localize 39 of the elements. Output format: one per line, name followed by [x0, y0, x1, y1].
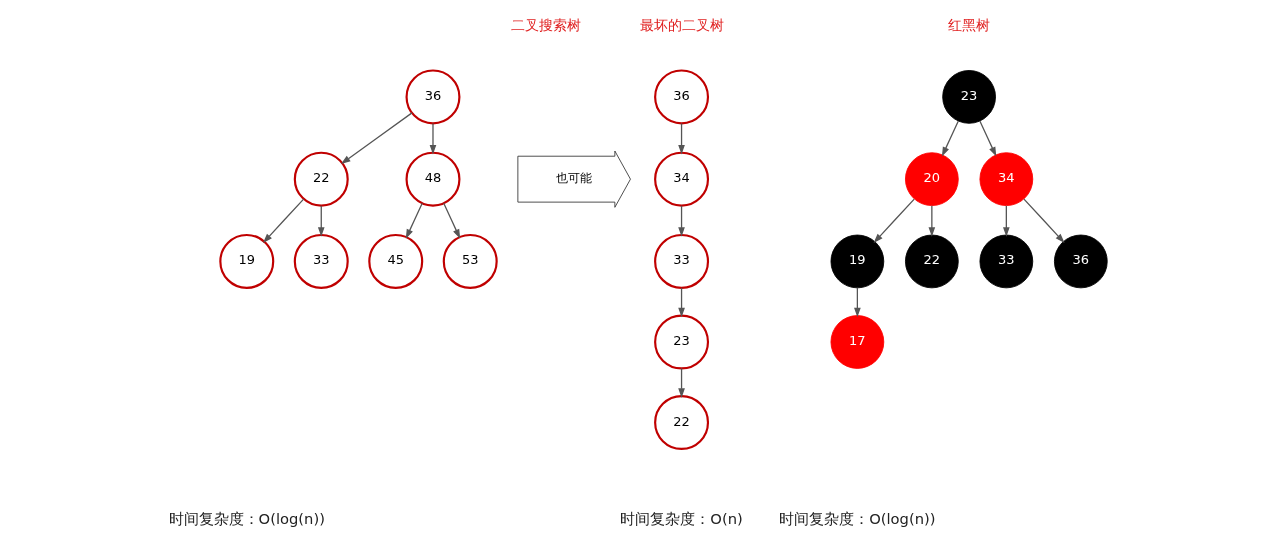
arrow [678, 122, 685, 155]
arrow [405, 202, 423, 239]
node-circle: 45 [368, 233, 424, 289]
label: 时间复杂度：O(n) [620, 510, 743, 528]
arrow [340, 112, 413, 165]
node-circle: 33 [293, 233, 349, 289]
node-circle: 48 [405, 151, 461, 207]
arrow [317, 205, 325, 237]
node-circle: 22 [905, 234, 959, 289]
node-circle: 36 [654, 69, 710, 125]
arrow [678, 205, 685, 237]
arrow [979, 120, 997, 157]
arrow [429, 122, 437, 155]
arrow [678, 367, 685, 398]
label: 时间复杂度：O(log(n)) [779, 510, 936, 528]
node-circle: 36 [405, 69, 461, 125]
arrow [1003, 205, 1010, 237]
arrow [678, 287, 685, 318]
label: 二叉搜索树 [510, 17, 581, 34]
node-circle: 23 [942, 70, 996, 124]
arrow [854, 287, 861, 318]
arrow [443, 202, 461, 239]
arrow [873, 198, 915, 244]
label: 时间复杂度：O(log(n)) [168, 510, 325, 528]
label: 红黑树 [948, 17, 991, 34]
node-circle: 20 [905, 152, 959, 206]
node-circle: 53 [442, 233, 498, 289]
node-circle: 33 [979, 234, 1034, 289]
node-circle: 34 [979, 152, 1034, 206]
arrow [1023, 198, 1065, 244]
node-circle: 17 [830, 315, 885, 369]
label: 最坏的二叉树 [639, 17, 724, 34]
node-circle: 23 [654, 314, 710, 370]
node-circle: 33 [654, 233, 710, 289]
arrow [262, 198, 305, 244]
node-circle: 22 [654, 395, 710, 451]
node-circle: 34 [654, 151, 710, 207]
arrow [928, 205, 936, 237]
arrow [941, 120, 959, 157]
